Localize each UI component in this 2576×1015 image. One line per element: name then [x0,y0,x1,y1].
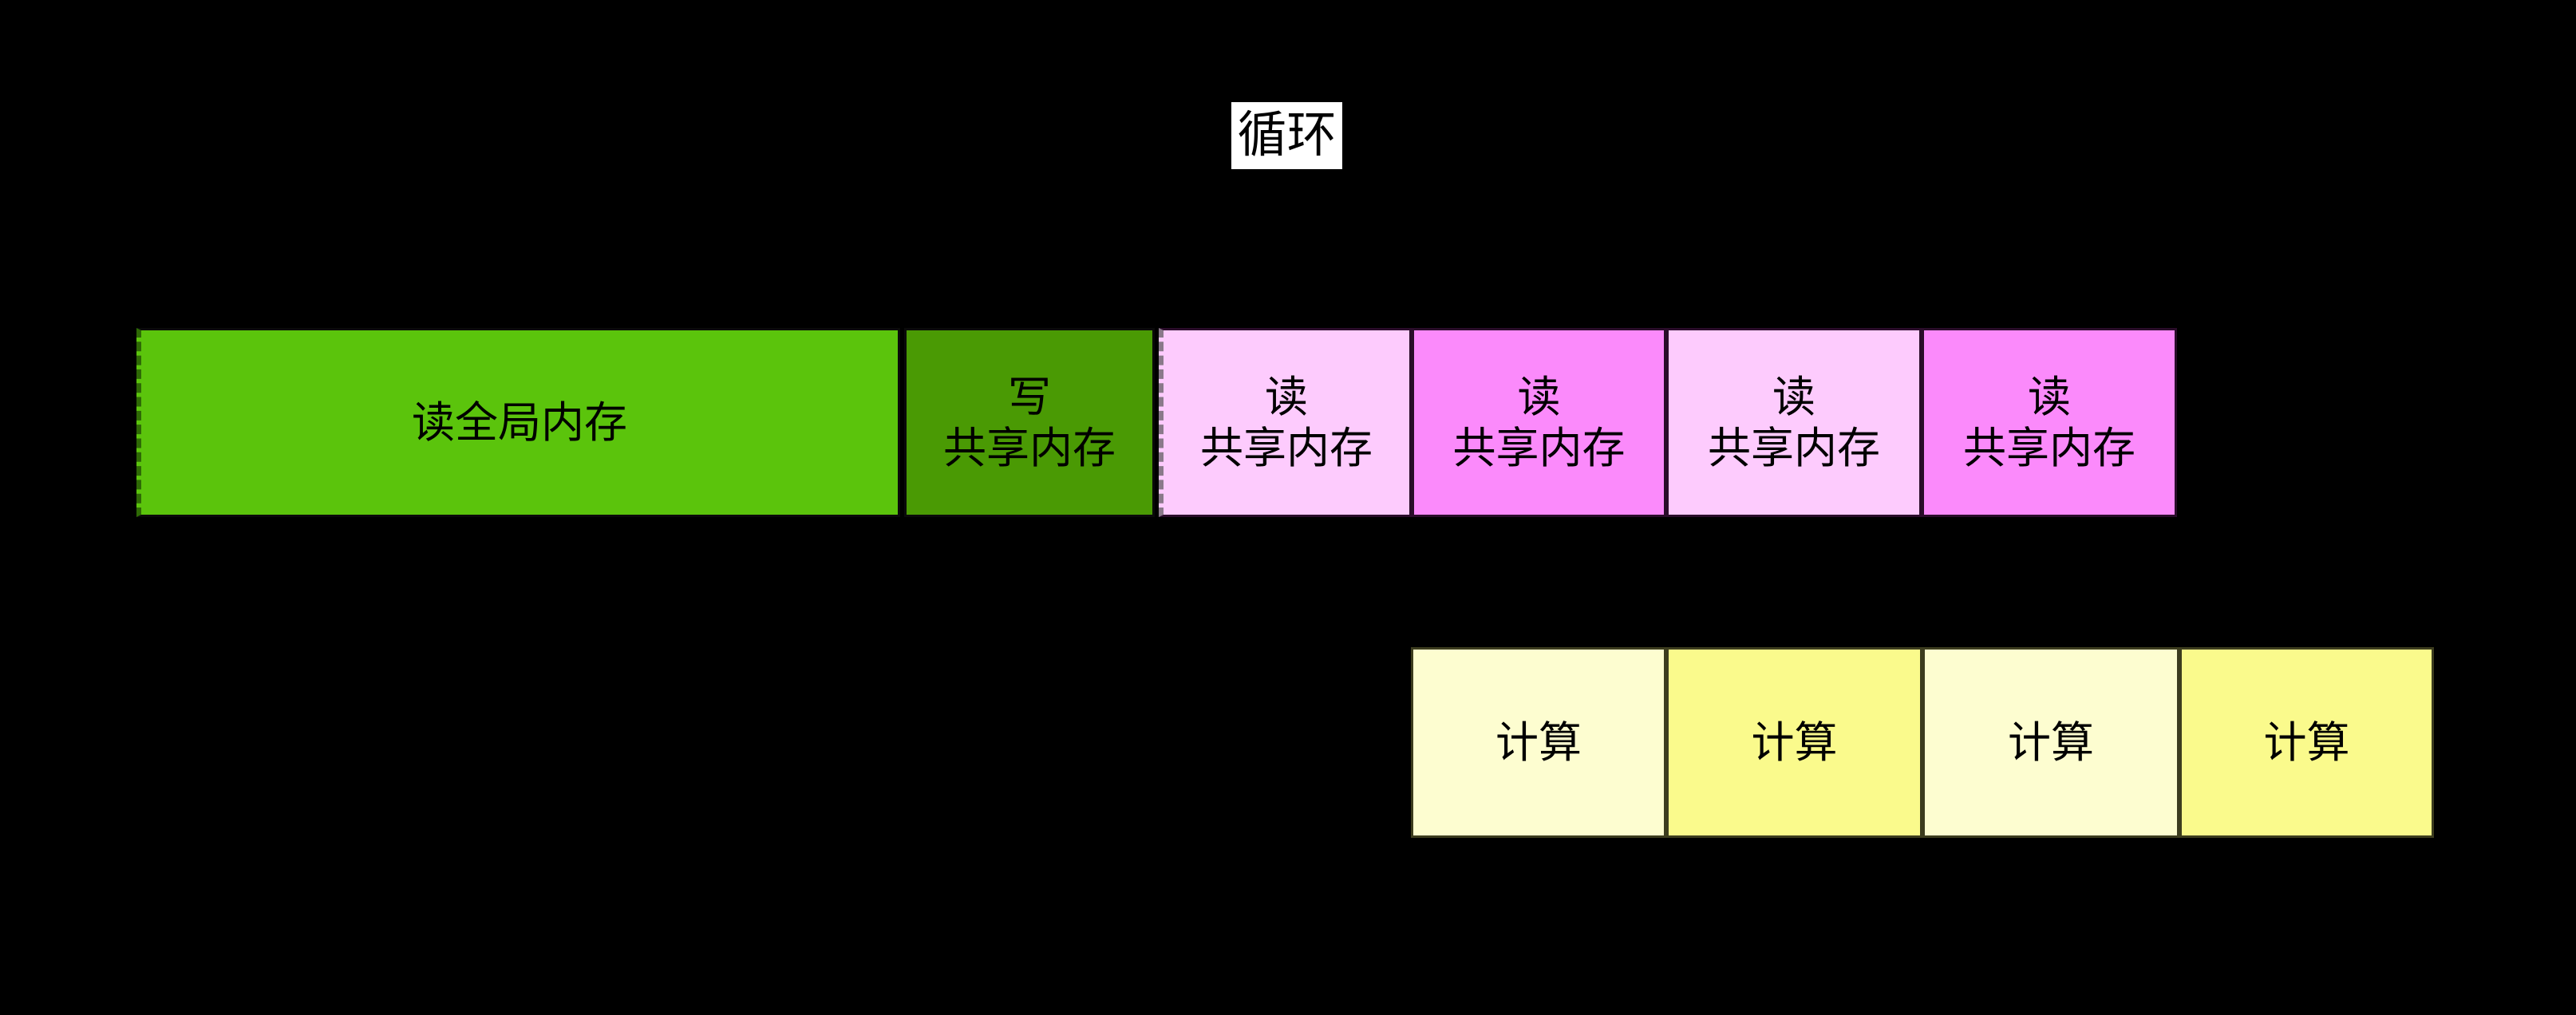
compute-label-3: 计算 [2008,718,2094,767]
read-shared-memory-label-2: 读 共享内存 [1452,373,1626,472]
read-shared-memory-label-1: 读 共享内存 [1200,373,1373,472]
compute-label-1: 计算 [1495,718,1582,767]
read-shared-memory-box-4: 读 共享内存 [1922,328,2177,517]
compute-label-4: 计算 [2263,718,2350,767]
write-shared-memory-box: 写 共享内存 [904,328,1155,517]
read-global-memory-label: 读全局内存 [412,398,627,447]
loop-title-label: 循环 [1237,108,1337,163]
compute-box-2: 计算 [1666,647,1922,838]
write-shared-memory-label: 写 共享内存 [943,373,1116,472]
read-shared-memory-label-4: 读 共享内存 [1963,373,2135,472]
compute-box-4: 计算 [2179,647,2434,838]
compute-box-3: 计算 [1922,647,2179,838]
compute-label-2: 计算 [1751,718,1838,767]
read-shared-memory-box-2: 读 共享内存 [1412,328,1666,517]
read-shared-memory-label-3: 读 共享内存 [1708,373,1880,472]
read-global-memory-box: 读全局内存 [136,328,900,517]
loop-title-box: 循环 [1231,102,1342,169]
read-shared-memory-box-3: 读 共享内存 [1666,328,1922,517]
read-shared-memory-box-1: 读 共享内存 [1159,328,1412,517]
compute-box-1: 计算 [1411,647,1666,838]
